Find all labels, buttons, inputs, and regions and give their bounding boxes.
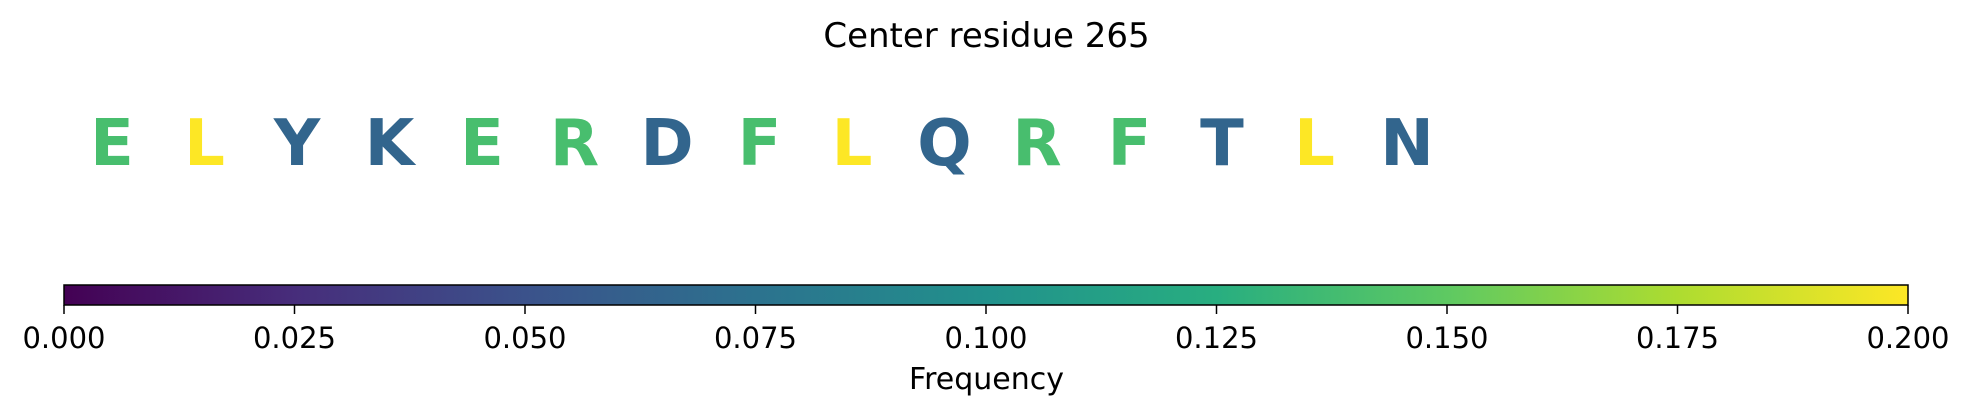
residue-letter: L <box>1294 107 1335 181</box>
residue-letter: L <box>831 107 873 181</box>
colorbar-tick-label: 0.200 <box>1866 321 1949 355</box>
residue-letter: L <box>184 107 225 181</box>
colorbar-gradient <box>63 284 1909 306</box>
residue-letter: E <box>90 107 134 181</box>
residue-letter: Y <box>273 107 321 181</box>
colorbar-tick-label: 0.000 <box>22 321 105 355</box>
residue-letter: R <box>1012 107 1062 181</box>
colorbar-tick-label: 0.025 <box>253 321 336 355</box>
colorbar-ticks: 0.000 0.025 0.050 0.075 0.100 0.125 0.150 0.175… <box>22 305 1950 355</box>
residue-letter: T <box>1200 107 1244 181</box>
residue-letter: D <box>640 107 694 181</box>
residue-letter: N <box>1380 107 1434 181</box>
chart-title: Center residue 265 <box>823 16 1150 56</box>
colorbar-label: Frequency <box>909 362 1064 397</box>
residue-letter: E <box>460 107 504 181</box>
colorbar: 0.000 0.025 0.050 0.075 0.100 0.125 0.150 0.175… <box>22 284 1950 355</box>
colorbar-tick-label: 0.125 <box>1175 321 1258 355</box>
colorbar-tick-label: 0.175 <box>1636 321 1719 355</box>
residue-letter: Q <box>917 107 972 181</box>
colorbar-tick-label: 0.100 <box>944 321 1027 355</box>
colorbar-tick-label: 0.075 <box>714 321 797 355</box>
residue-letter: K <box>364 107 415 181</box>
residue-letter: F <box>737 107 782 181</box>
colorbar-tick-label: 0.050 <box>483 321 566 355</box>
colorbar-tick-label: 0.150 <box>1405 321 1488 355</box>
residue-letter: R <box>549 107 600 181</box>
residue-letter: F <box>1107 107 1152 181</box>
